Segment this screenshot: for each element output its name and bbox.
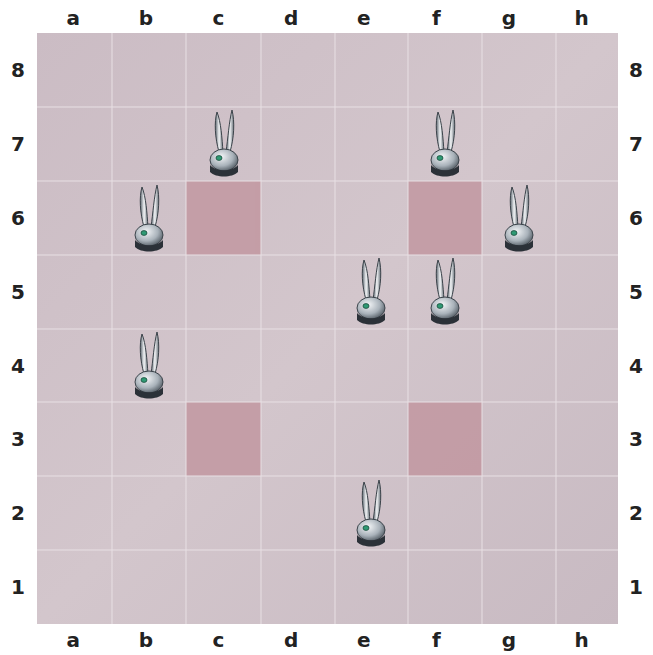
rank-label: 4 bbox=[11, 356, 25, 376]
file-label: a bbox=[67, 630, 81, 650]
file-label: c bbox=[213, 630, 225, 650]
file-label: b bbox=[139, 8, 153, 28]
file-label: a bbox=[67, 8, 81, 28]
file-label: c bbox=[213, 8, 225, 28]
board-ground bbox=[37, 33, 618, 624]
rank-label: 8 bbox=[629, 60, 643, 80]
file-label: d bbox=[284, 630, 298, 650]
file-label: f bbox=[432, 630, 441, 650]
rank-label: 5 bbox=[11, 282, 25, 302]
rank-label: 1 bbox=[11, 577, 25, 597]
file-label: d bbox=[284, 8, 298, 28]
grid-lines bbox=[37, 33, 618, 624]
rank-label: 2 bbox=[11, 503, 25, 523]
rank-label: 4 bbox=[629, 356, 643, 376]
file-label: h bbox=[574, 8, 588, 28]
file-label: g bbox=[502, 8, 516, 28]
rank-label: 3 bbox=[11, 429, 25, 449]
rank-label: 7 bbox=[629, 134, 643, 154]
file-label: e bbox=[357, 630, 371, 650]
file-label: f bbox=[432, 8, 441, 28]
file-label: b bbox=[139, 630, 153, 650]
rank-label: 6 bbox=[11, 208, 25, 228]
rank-label: 3 bbox=[629, 429, 643, 449]
file-label: g bbox=[502, 630, 516, 650]
rank-label: 6 bbox=[629, 208, 643, 228]
file-label: h bbox=[574, 630, 588, 650]
rank-label: 8 bbox=[11, 60, 25, 80]
rank-label: 5 bbox=[629, 282, 643, 302]
rank-label: 2 bbox=[629, 503, 643, 523]
rank-label: 7 bbox=[11, 134, 25, 154]
rank-label: 1 bbox=[629, 577, 643, 597]
file-label: e bbox=[357, 8, 371, 28]
